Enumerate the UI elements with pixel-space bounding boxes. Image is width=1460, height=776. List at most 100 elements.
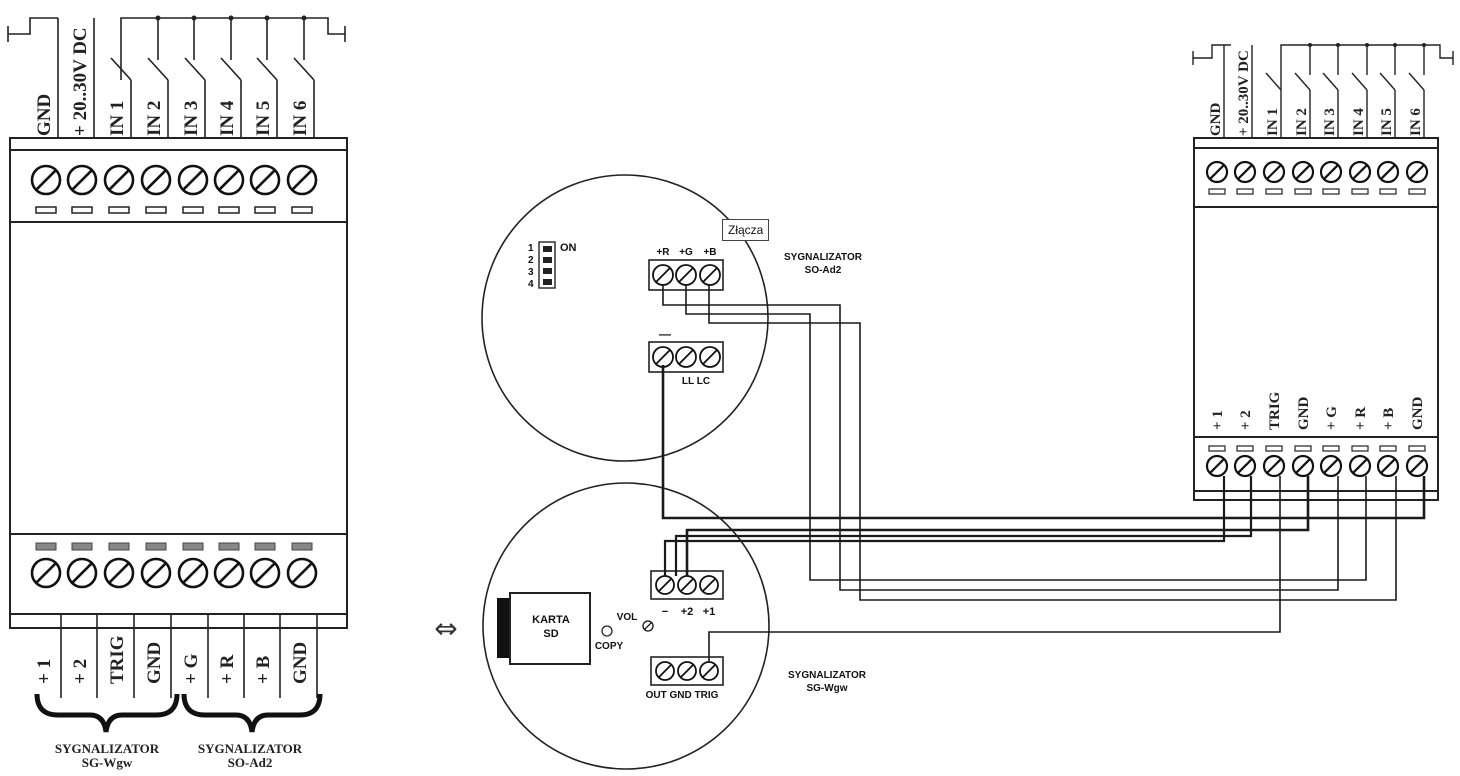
screw-slot bbox=[643, 621, 653, 631]
junction-dot bbox=[1393, 43, 1397, 47]
screw-slot bbox=[108, 562, 130, 584]
junction-dot bbox=[1365, 43, 1369, 47]
screw-slot bbox=[702, 349, 718, 365]
minus-label: — bbox=[659, 327, 671, 341]
sd-card-label: SD bbox=[543, 628, 558, 640]
switch-contact bbox=[1322, 72, 1339, 91]
bottom-terminal-label: + B bbox=[253, 655, 274, 684]
screw-slot bbox=[1266, 164, 1282, 180]
top-terminal-label: + 20..30V DC bbox=[70, 27, 91, 136]
junction-dot bbox=[1308, 43, 1312, 47]
top-terminal-label: IN 4 bbox=[1351, 108, 1367, 136]
screw-slot bbox=[655, 349, 671, 365]
terminal-slot bbox=[254, 542, 276, 551]
brace-sg-wgw bbox=[34, 693, 180, 733]
bottom-terminal-label: + 1 bbox=[1210, 410, 1226, 430]
sd-card-slot bbox=[509, 592, 591, 665]
screw-slot bbox=[254, 169, 276, 191]
screw-slot bbox=[1380, 164, 1396, 180]
top-terminal-label: IN 6 bbox=[1408, 108, 1424, 136]
junction-dot bbox=[191, 15, 197, 21]
caption-so-ad2-model: SO-Ad2 bbox=[228, 755, 273, 770]
terminal-slot bbox=[1265, 188, 1283, 195]
copy-label: COPY bbox=[595, 641, 624, 652]
terminal-slot bbox=[182, 206, 204, 214]
top-terminal-label: GND bbox=[34, 94, 55, 136]
switch-contact bbox=[293, 57, 315, 81]
ground-symbol bbox=[1192, 44, 1231, 65]
caption-sg-wgw-model: SG-Wgw bbox=[82, 755, 133, 770]
sd-slot-edge bbox=[497, 598, 511, 658]
terminal-slot bbox=[1294, 445, 1312, 452]
wiring bbox=[661, 285, 1426, 662]
terminal-slot bbox=[1265, 445, 1283, 452]
bottom-terminal-label: + R bbox=[217, 654, 238, 684]
switch-rail bbox=[1280, 44, 1454, 90]
terminal-slot bbox=[71, 542, 93, 551]
screw-slot bbox=[701, 577, 717, 593]
so-ad2-model: SO-Ad2 bbox=[805, 265, 842, 276]
screw-slot bbox=[679, 663, 695, 679]
junction-dot bbox=[228, 15, 234, 21]
module-body bbox=[1193, 137, 1439, 501]
screw-slot bbox=[254, 562, 276, 584]
vol-label: VOL bbox=[617, 612, 638, 623]
rgb-terminal-label: +G bbox=[679, 247, 693, 258]
junction-dot bbox=[155, 15, 161, 21]
terminal-slot bbox=[35, 542, 57, 551]
switch-rail bbox=[120, 17, 346, 80]
top-terminal-label: IN 4 bbox=[217, 100, 238, 136]
dip-lever bbox=[543, 246, 552, 252]
screw-slot bbox=[182, 169, 204, 191]
bottom-terminal-label: + 2 bbox=[70, 659, 91, 684]
power-terminal-mark: +2 bbox=[681, 606, 694, 618]
rgb-terminal-label: +R bbox=[656, 247, 670, 258]
screw-slot bbox=[71, 562, 93, 584]
so-ad2-title: SYGNALIZATOR bbox=[784, 252, 863, 263]
screw-slot bbox=[291, 169, 313, 191]
power-terminal-mark: − bbox=[662, 606, 668, 618]
terminal-slot bbox=[291, 542, 313, 551]
terminal-slot bbox=[182, 542, 204, 551]
terminal-slot bbox=[1322, 445, 1340, 452]
ll-lc-label: LL LC bbox=[682, 376, 710, 387]
screw-slot bbox=[108, 169, 130, 191]
caption-sg-wgw-title: SYGNALIZATOR bbox=[55, 741, 160, 756]
bottom-terminal-label: + R bbox=[1353, 407, 1369, 430]
terminal-slot bbox=[1236, 445, 1254, 452]
terminal-slot bbox=[71, 206, 93, 214]
sd-card-label: KARTA bbox=[532, 614, 570, 626]
screw-slot bbox=[35, 562, 57, 584]
screw-slot bbox=[1237, 164, 1253, 180]
switch-contact bbox=[1265, 72, 1282, 91]
screw-slot bbox=[291, 562, 313, 584]
dip-number: 4 bbox=[528, 279, 534, 290]
screw-slot bbox=[1237, 458, 1253, 474]
bottom-terminal-label: + B bbox=[1381, 408, 1397, 430]
screw-slot bbox=[702, 267, 718, 283]
top-terminal-label: GND bbox=[1208, 103, 1224, 137]
top-terminal-label: IN 2 bbox=[144, 101, 165, 136]
terminal-slot bbox=[145, 206, 167, 214]
terminal-slot bbox=[1208, 445, 1226, 452]
terminal-slot bbox=[1294, 188, 1312, 195]
terminal-slot bbox=[108, 542, 130, 551]
screw-slot bbox=[1266, 458, 1282, 474]
terminal-slot bbox=[218, 206, 240, 214]
wire-connection bbox=[708, 476, 1281, 662]
screw-slot bbox=[71, 169, 93, 191]
terminal-slot bbox=[35, 206, 57, 214]
power-terminal-mark: +1 bbox=[703, 606, 716, 618]
screw-slot bbox=[1209, 164, 1225, 180]
terminal-slot bbox=[1351, 445, 1369, 452]
wire-connection bbox=[661, 365, 1426, 520]
wire-connection bbox=[685, 285, 1367, 581]
switch-contact bbox=[147, 57, 169, 81]
screw-slot bbox=[1323, 458, 1339, 474]
out-gnd-trig-label: OUT GND TRIG bbox=[646, 690, 719, 701]
terminal-slot bbox=[254, 206, 276, 214]
top-terminal-label: IN 3 bbox=[181, 101, 202, 136]
